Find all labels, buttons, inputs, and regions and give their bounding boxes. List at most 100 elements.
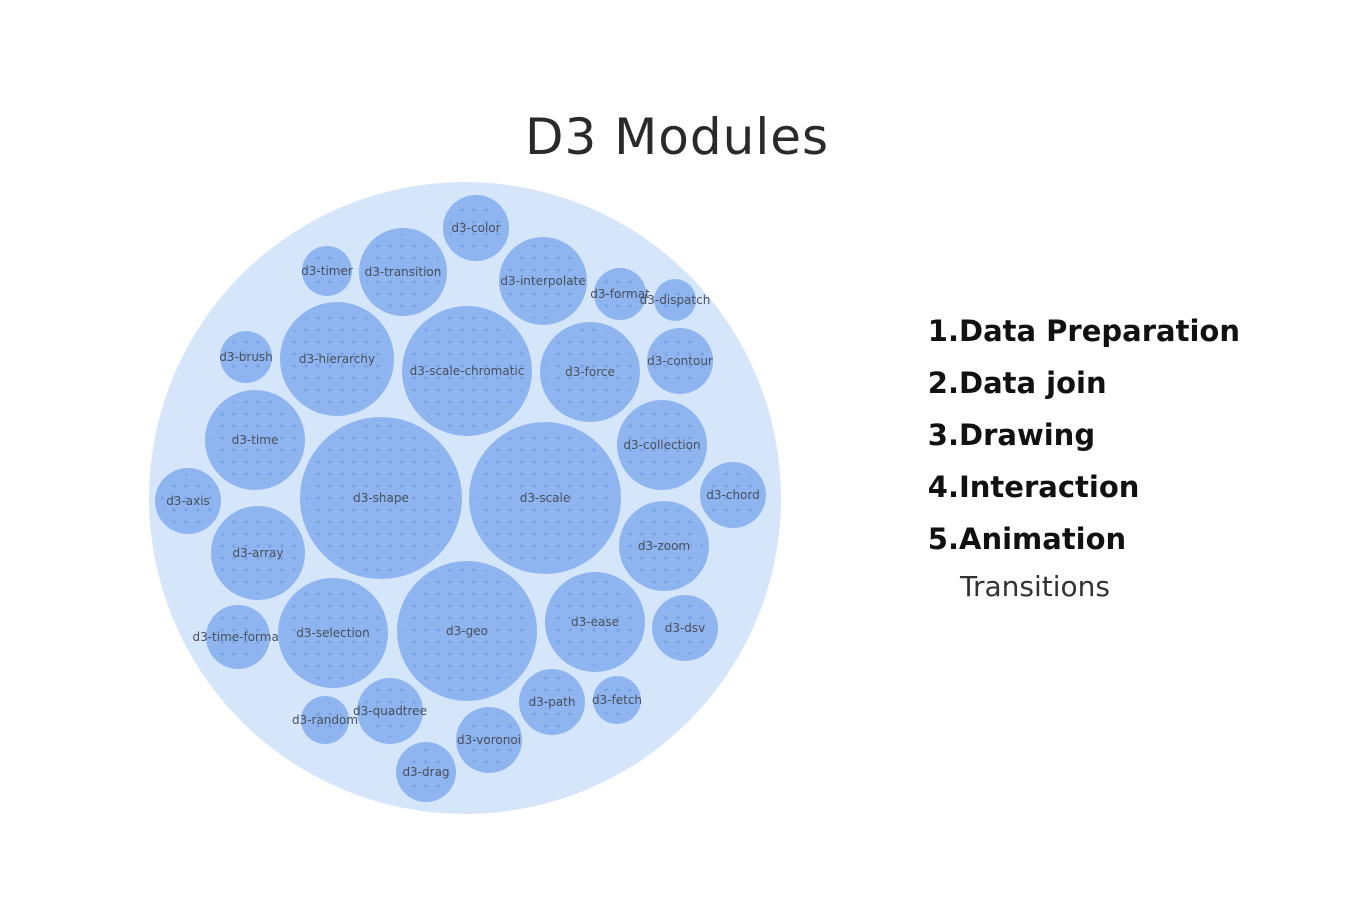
step-number: 3.: [927, 418, 959, 452]
module-label: d3-scale-chromatic: [410, 364, 525, 378]
module-bubble[interactable]: d3-zoom: [619, 501, 709, 591]
module-label: d3-dsv: [665, 621, 706, 635]
module-label: d3-time: [232, 433, 279, 447]
module-bubble[interactable]: d3-contour: [647, 328, 713, 394]
module-bubble[interactable]: d3-timer: [301, 246, 353, 296]
module-label: d3-brush: [219, 350, 273, 364]
module-dot-texture: [600, 274, 640, 314]
module-bubble[interactable]: d3-chord: [700, 462, 766, 528]
module-dot-texture: [308, 252, 346, 290]
module-label: d3-force: [565, 365, 615, 379]
module-dot-texture: [403, 567, 531, 695]
module-dot-texture: [505, 243, 581, 319]
module-bubble[interactable]: d3-color: [443, 195, 509, 261]
module-dot-texture: [525, 675, 579, 729]
module-bubble[interactable]: d3-hierarchy: [280, 302, 394, 416]
module-dot-texture: [706, 468, 760, 522]
module-bubble[interactable]: d3-time-format: [192, 605, 284, 669]
module-bubble[interactable]: d3-collection: [617, 400, 707, 490]
module-bubble[interactable]: d3-quadtree: [353, 678, 427, 744]
module-label: d3-shape: [353, 491, 409, 505]
module-bubble[interactable]: d3-brush: [219, 331, 273, 383]
module-dot-texture: [660, 285, 690, 315]
module-dot-texture: [658, 601, 712, 655]
module-bubble[interactable]: d3-random: [292, 696, 358, 744]
module-dot-texture: [217, 512, 299, 594]
module-bubble[interactable]: d3-scale-chromatic: [402, 306, 532, 436]
module-label: d3-interpolate: [500, 274, 585, 288]
module-label: d3-time-format: [192, 630, 283, 644]
steps-list: 1.Data Preparation 2.Data join 3.Drawing…: [915, 305, 1240, 565]
module-label: d3-timer: [301, 264, 353, 278]
module-label: d3-transition: [365, 265, 442, 279]
module-label: d3-format: [590, 287, 650, 301]
module-dot-texture: [226, 337, 266, 377]
module-dot-texture: [462, 713, 516, 767]
slide-title: D3 Modules: [524, 108, 830, 166]
module-dot-texture: [161, 474, 215, 528]
step-label: Animation: [959, 522, 1127, 556]
module-label: d3-zoom: [638, 539, 690, 553]
module-label: d3-scale: [520, 491, 571, 505]
module-bubble[interactable]: d3-voronoi: [456, 707, 522, 773]
module-dot-texture: [363, 684, 417, 738]
module-bubble[interactable]: d3-array: [211, 506, 305, 600]
module-bubble[interactable]: d3-time: [205, 390, 305, 490]
step-item: 5.Animation: [915, 513, 1240, 565]
module-dot-texture: [408, 312, 526, 430]
module-dot-texture: [307, 702, 343, 738]
module-dot-texture: [402, 748, 450, 796]
module-bubble[interactable]: d3-selection: [278, 578, 388, 688]
module-bubble[interactable]: d3-fetch: [592, 676, 642, 724]
module-bubble[interactable]: d3-transition: [359, 228, 447, 316]
module-label: d3-array: [232, 546, 283, 560]
module-label: d3-dispatch: [640, 293, 711, 307]
module-label: d3-ease: [571, 615, 619, 629]
module-bubble[interactable]: d3-drag: [396, 742, 456, 802]
module-dot-texture: [599, 682, 635, 718]
module-bubble[interactable]: d3-interpolate: [499, 237, 587, 325]
module-label: d3-color: [451, 221, 500, 235]
module-dot-texture: [286, 308, 388, 410]
module-bubble[interactable]: d3-geo: [397, 561, 537, 701]
step-item: 3.Drawing: [915, 409, 1240, 461]
module-bubble[interactable]: d3-path: [519, 669, 585, 735]
step-item: 2.Data join: [915, 357, 1240, 409]
module-dot-texture: [284, 584, 382, 682]
step-number: 1.: [927, 314, 959, 348]
step-sub-label: Transitions: [960, 570, 1110, 603]
module-bubble[interactable]: d3-shape: [300, 417, 462, 579]
module-label: d3-hierarchy: [299, 352, 375, 366]
module-bubble[interactable]: d3-force: [540, 322, 640, 422]
step-label: Interaction: [959, 470, 1140, 504]
step-label: Data Preparation: [959, 314, 1240, 348]
module-label: d3-collection: [623, 438, 700, 452]
module-label: d3-axis: [166, 494, 210, 508]
module-bubble[interactable]: d3-ease: [545, 572, 645, 672]
module-label: d3-contour: [647, 354, 713, 368]
step-number: 5.: [927, 522, 959, 556]
module-dot-texture: [365, 234, 441, 310]
module-bubble[interactable]: d3-format: [590, 268, 650, 320]
module-dot-texture: [653, 334, 707, 388]
module-dot-texture: [306, 423, 456, 573]
module-bubble[interactable]: d3-dsv: [652, 595, 718, 661]
step-number: 4.: [927, 470, 959, 504]
module-label: d3-chord: [706, 488, 759, 502]
module-dot-texture: [211, 396, 299, 484]
step-item: 4.Interaction: [915, 461, 1240, 513]
step-label: Drawing: [959, 418, 1096, 452]
module-dot-texture: [551, 578, 639, 666]
module-dot-texture: [623, 406, 701, 484]
module-bubble[interactable]: d3-axis: [155, 468, 221, 534]
module-label: d3-quadtree: [353, 704, 427, 718]
module-label: d3-path: [529, 695, 576, 709]
module-bubble[interactable]: d3-scale: [469, 422, 621, 574]
module-label: d3-voronoi: [457, 733, 521, 747]
module-dot-texture: [449, 201, 503, 255]
module-bubble[interactable]: d3-dispatch: [640, 279, 711, 321]
module-label: d3-fetch: [592, 693, 642, 707]
module-dot-texture: [212, 611, 264, 663]
module-label: d3-geo: [446, 624, 488, 638]
